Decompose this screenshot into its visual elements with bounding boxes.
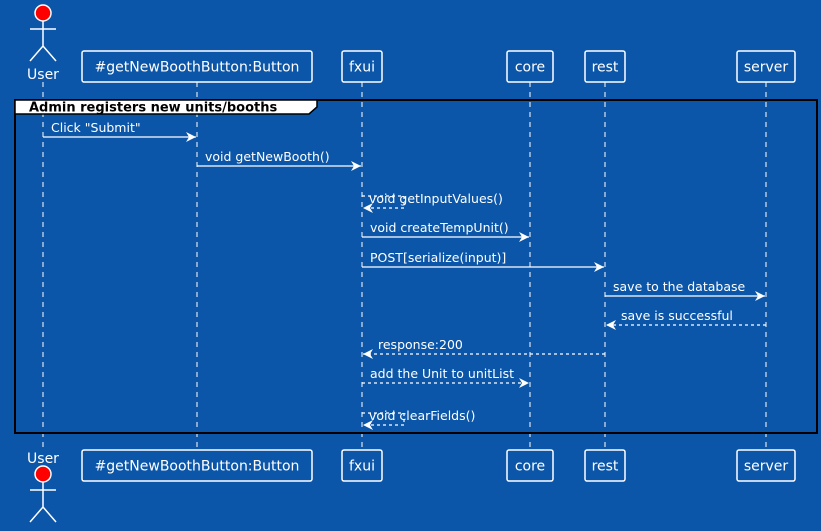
frame-border	[14, 99, 818, 434]
actor-figure-icon	[29, 21, 57, 62]
message-label: void createTempUnit()	[370, 220, 509, 235]
message-5: POST[serialize(input)]	[362, 250, 604, 272]
participant-label: rest	[592, 459, 619, 475]
message-label: add the Unit to unitList	[370, 366, 514, 381]
participant-box	[736, 50, 796, 83]
participant-box	[341, 50, 383, 83]
actor-head-icon	[34, 4, 52, 22]
message-4: void createTempUnit()	[362, 220, 529, 242]
participant-label: core	[515, 459, 545, 475]
participant-box	[584, 449, 626, 482]
participant-user-top: User	[27, 4, 59, 83]
participant-btn-top: #getNewBoothButton:Button	[81, 50, 313, 83]
message-label: void getNewBooth()	[205, 149, 330, 164]
message-label: response:200	[378, 337, 463, 352]
message-arrow	[362, 195, 405, 213]
participant-rest-bottom: rest	[584, 449, 626, 482]
participant-box	[81, 449, 313, 482]
frame-label: Admin registers new units/booths	[29, 101, 277, 116]
message-9: add the Unit to unitList	[362, 366, 529, 388]
message-2: void getNewBooth()	[197, 149, 361, 171]
message-label: void clearFields()	[369, 408, 475, 423]
participant-label: core	[515, 60, 545, 76]
message-1: Click "Submit"	[43, 120, 196, 142]
participant-rest-top: rest	[584, 50, 626, 83]
message-label: Click "Submit"	[51, 120, 141, 135]
actor-head-icon	[34, 465, 52, 483]
participant-server-bottom: server	[736, 449, 796, 482]
message-10: void clearFields()	[362, 408, 475, 430]
participant-label: User	[27, 451, 59, 467]
participant-btn-bottom: #getNewBoothButton:Button	[81, 449, 313, 482]
participant-fxui-top: fxui	[341, 50, 383, 83]
participant-label: fxui	[349, 459, 375, 475]
message-label: save to the database	[613, 279, 746, 294]
message-label: save is successful	[621, 308, 733, 323]
participant-box	[506, 449, 554, 482]
participant-box	[81, 50, 313, 83]
participant-label: rest	[592, 60, 619, 76]
participant-fxui-bottom: fxui	[341, 449, 383, 482]
participant-label: fxui	[349, 60, 375, 76]
actor-figure-icon	[29, 482, 57, 523]
participant-box	[736, 449, 796, 482]
participant-core-top: core	[506, 50, 554, 83]
message-6: save to the database	[605, 279, 765, 301]
message-label: POST[serialize(input)]	[370, 250, 506, 265]
message-7: save is successful	[606, 308, 766, 330]
participant-box	[341, 449, 383, 482]
participant-user-bottom: User	[27, 451, 59, 523]
message-8: response:200	[363, 337, 605, 359]
participant-core-bottom: core	[506, 449, 554, 482]
participant-label: #getNewBoothButton:Button	[95, 459, 300, 475]
frame-label-tab	[14, 99, 318, 115]
message-3: void getInputValues()	[362, 191, 503, 213]
participant-box	[584, 50, 626, 83]
participant-box	[506, 50, 554, 83]
participant-label: server	[744, 459, 789, 475]
message-arrow	[362, 412, 405, 430]
message-label: void getInputValues()	[369, 191, 503, 206]
participant-server-top: server	[736, 50, 796, 83]
participant-label: server	[744, 60, 789, 76]
participant-label: #getNewBoothButton:Button	[95, 60, 300, 76]
participant-label: User	[27, 67, 59, 83]
